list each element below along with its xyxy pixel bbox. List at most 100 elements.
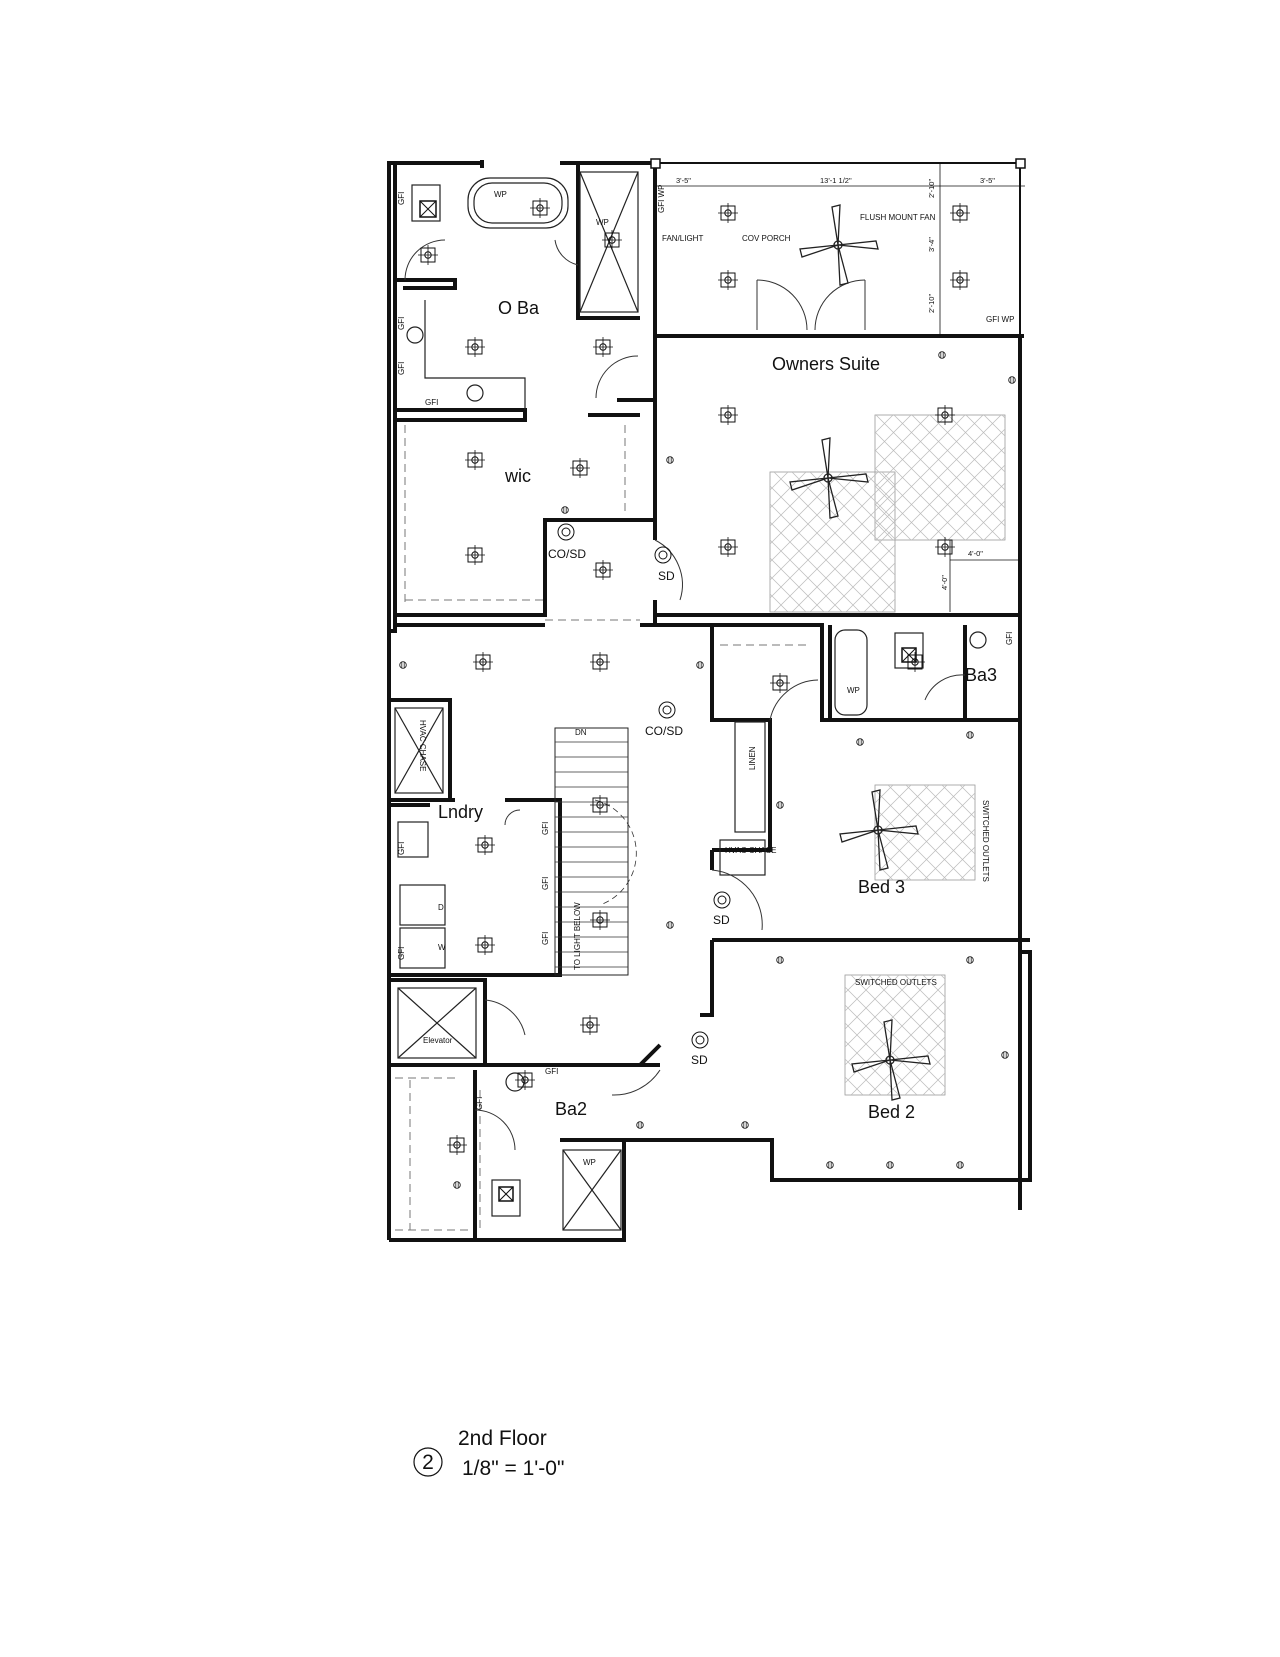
rug-hatch (1008, 472, 1148, 612)
rug-hatch (983, 518, 1005, 540)
rug-hatch (1014, 785, 1109, 880)
rug-hatch (905, 810, 975, 880)
rug-hatch (1050, 785, 1145, 880)
rug-hatch (770, 575, 807, 612)
light-icon (464, 449, 486, 471)
light-icon (934, 404, 956, 426)
rug-hatch (1031, 975, 1151, 1095)
fan-icon (789, 437, 869, 519)
rug-hatch (918, 472, 1058, 612)
rug-hatch (770, 472, 879, 581)
label-ba3-wp: WP (847, 686, 860, 695)
label-cov-porch: COV PORCH (742, 234, 791, 243)
rug-hatch (845, 1094, 846, 1095)
label-sd-3: SD (691, 1053, 708, 1067)
label-co-sd-1: CO/SD (548, 547, 586, 561)
rug-hatch (1068, 785, 1163, 880)
rug-hatch (875, 539, 876, 540)
rug-hatch (1092, 415, 1217, 540)
light-icon (529, 197, 551, 219)
rug-hatch (770, 472, 771, 473)
rug-hatch (845, 1058, 882, 1095)
label-gfi-5: GFI (397, 947, 406, 960)
label-stair-dn: DN (575, 728, 587, 737)
rug-hatch (941, 785, 975, 819)
rug-hatch (845, 975, 936, 1066)
rug-hatch (845, 982, 945, 1084)
rug-hatch (791, 508, 895, 612)
label-gfi-8: GFI (541, 932, 550, 945)
rug-hatch (1110, 415, 1235, 540)
outlet-icon (776, 956, 784, 964)
light-icon (601, 229, 623, 251)
dim-porch-left: 3'-5" (676, 176, 691, 185)
rug-hatch (1032, 785, 1127, 880)
rug-hatch (875, 861, 894, 880)
rug-hatch (875, 485, 930, 540)
rug-hatch (770, 472, 861, 563)
rug-hatch (1049, 975, 1169, 1095)
outlet-icon (741, 1121, 749, 1129)
rug-hatch (965, 415, 1005, 455)
rug-hatch (978, 785, 1073, 880)
rug-hatch (1032, 785, 1127, 880)
outlet-icon (956, 1161, 964, 1169)
room-label-bed-3: Bed 3 (858, 877, 905, 897)
rug-hatch (972, 472, 1112, 612)
rug-hatch (875, 415, 1002, 540)
room-label-owner-bath: O Ba (498, 298, 540, 318)
label-linen: LINEN (748, 746, 757, 770)
rug-hatch (922, 1072, 945, 1095)
light-icon (569, 457, 591, 479)
rug-hatch (990, 472, 1130, 612)
rug-hatch (1038, 415, 1163, 540)
label-ba2-wp: WP (583, 1158, 596, 1167)
label-switched-outlets-bed3: SWITCHED OUTLETS (981, 800, 990, 882)
rug-hatch (954, 472, 1094, 612)
rug-hatch (1026, 472, 1166, 612)
drawing-scale: 1/8" = 1'-0" (462, 1457, 564, 1480)
label-gfi-4: GFI (397, 842, 406, 855)
outlet-icon (1008, 376, 1016, 384)
outlet-icon (886, 1161, 894, 1169)
outlet-icon (666, 456, 674, 464)
rug-hatch (773, 490, 895, 612)
label-gfi-1: GFI (397, 192, 406, 205)
dim-porch-v2: 3'-4" (927, 237, 936, 252)
light-icon (474, 934, 496, 956)
light-icon (464, 544, 486, 566)
exterior-walls (387, 158, 1032, 1242)
light-icon (949, 269, 971, 291)
rug-hatch (845, 975, 918, 1048)
rug-hatch (995, 975, 1115, 1095)
rug-hatch (1068, 785, 1163, 880)
rug-hatch (875, 415, 912, 452)
doors (404, 239, 966, 1151)
light-icon (717, 404, 739, 426)
rug-hatch (972, 472, 1112, 612)
dim-suite-h: 4'-0" (968, 549, 983, 558)
rug-hatch (770, 472, 807, 509)
light-icon (514, 1069, 536, 1091)
rug-hatch (770, 593, 789, 612)
fixtures (394, 171, 987, 1231)
label-dryer: D (438, 903, 444, 912)
label-switched-outlets-bed2: SWITCHED OUTLETS (855, 978, 937, 987)
rug-hatch (886, 975, 945, 1034)
outlet-icon (453, 1181, 461, 1189)
fan-icon (839, 789, 919, 871)
rug-hatch (875, 503, 912, 540)
light-icon (446, 1134, 468, 1156)
rug-hatch (845, 975, 882, 1012)
rug-hatch (1014, 785, 1109, 880)
room-label-owners-suite: Owners Suite (772, 354, 880, 374)
light-icon (717, 269, 739, 291)
title-block: 2 2nd Floor 1/8" = 1'-0" (413, 1427, 564, 1480)
label-shower-wp: WP (596, 218, 609, 227)
label-hvac-chase-1: HVAC CHASE (418, 720, 427, 771)
rug-hatch (827, 544, 895, 612)
rug-hatch (875, 415, 930, 470)
room-label-bed-2: Bed 2 (868, 1102, 915, 1122)
rug-hatch (1074, 415, 1199, 540)
rug-hatch (886, 1036, 945, 1095)
